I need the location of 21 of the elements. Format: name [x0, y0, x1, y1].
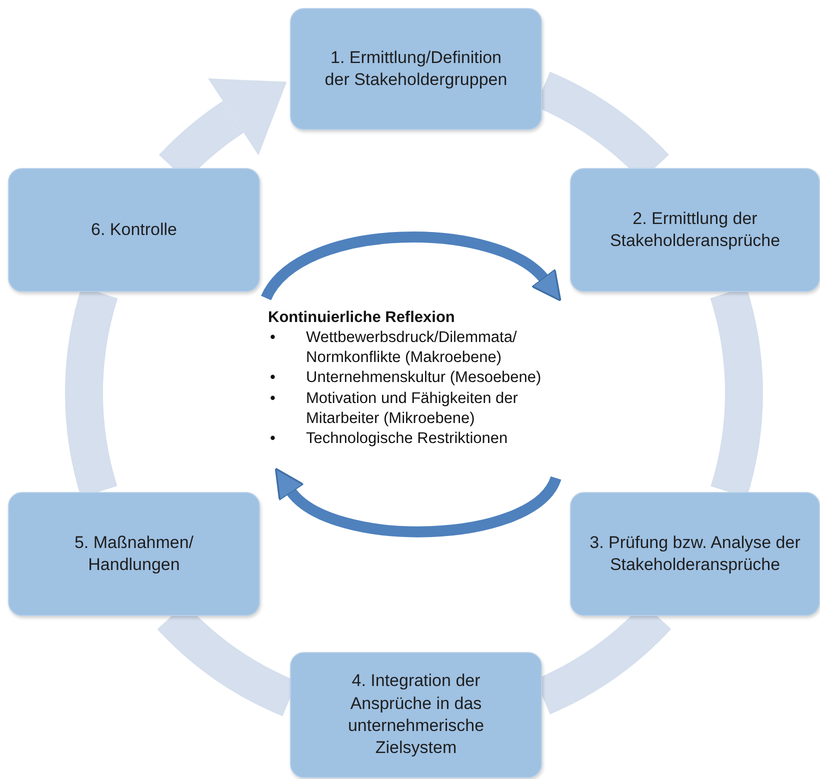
step-label: 6. Kontrolle: [91, 218, 177, 241]
bullet-mark: •: [269, 428, 276, 449]
bullet-item: Wettbewerbsdruck/Dilemmata/ Normkonflikte (Makroebene): [306, 328, 518, 368]
process-box: [290, 8, 542, 130]
step-label: 3. Prüfung bzw. Analyse der Stakeholderansprüche: [588, 532, 802, 576]
process-box: [8, 492, 260, 616]
process-box: [290, 652, 542, 778]
bullet-mark: •: [269, 368, 276, 388]
bullet-item: Motivation und Fähigkeiten der Mitarbeiter (Mikroebene): [306, 388, 519, 429]
bullet-item: Technologische Restriktionen: [306, 428, 508, 449]
step-label: 1. Ermittlung/Definition der Stakeholdergruppen: [324, 46, 508, 91]
reflection-heading: Kontinuierliche Reflexion: [268, 308, 456, 328]
step-label: 4. Integration der Ansprüche in das unternehmerische Zielsystem: [346, 670, 486, 760]
process-box: [570, 492, 820, 616]
bullet-item: Unternehmenskultur (Mesoebene): [306, 368, 542, 388]
bullet-mark: •: [269, 328, 276, 348]
step-label: 5. Maßnahmen/ Handlungen: [73, 532, 195, 576]
step-label: 2. Ermittlung der Stakeholderansprüche: [608, 208, 782, 252]
process-box: [8, 168, 260, 292]
process-box: [570, 168, 820, 292]
bullet-mark: •: [269, 388, 276, 409]
